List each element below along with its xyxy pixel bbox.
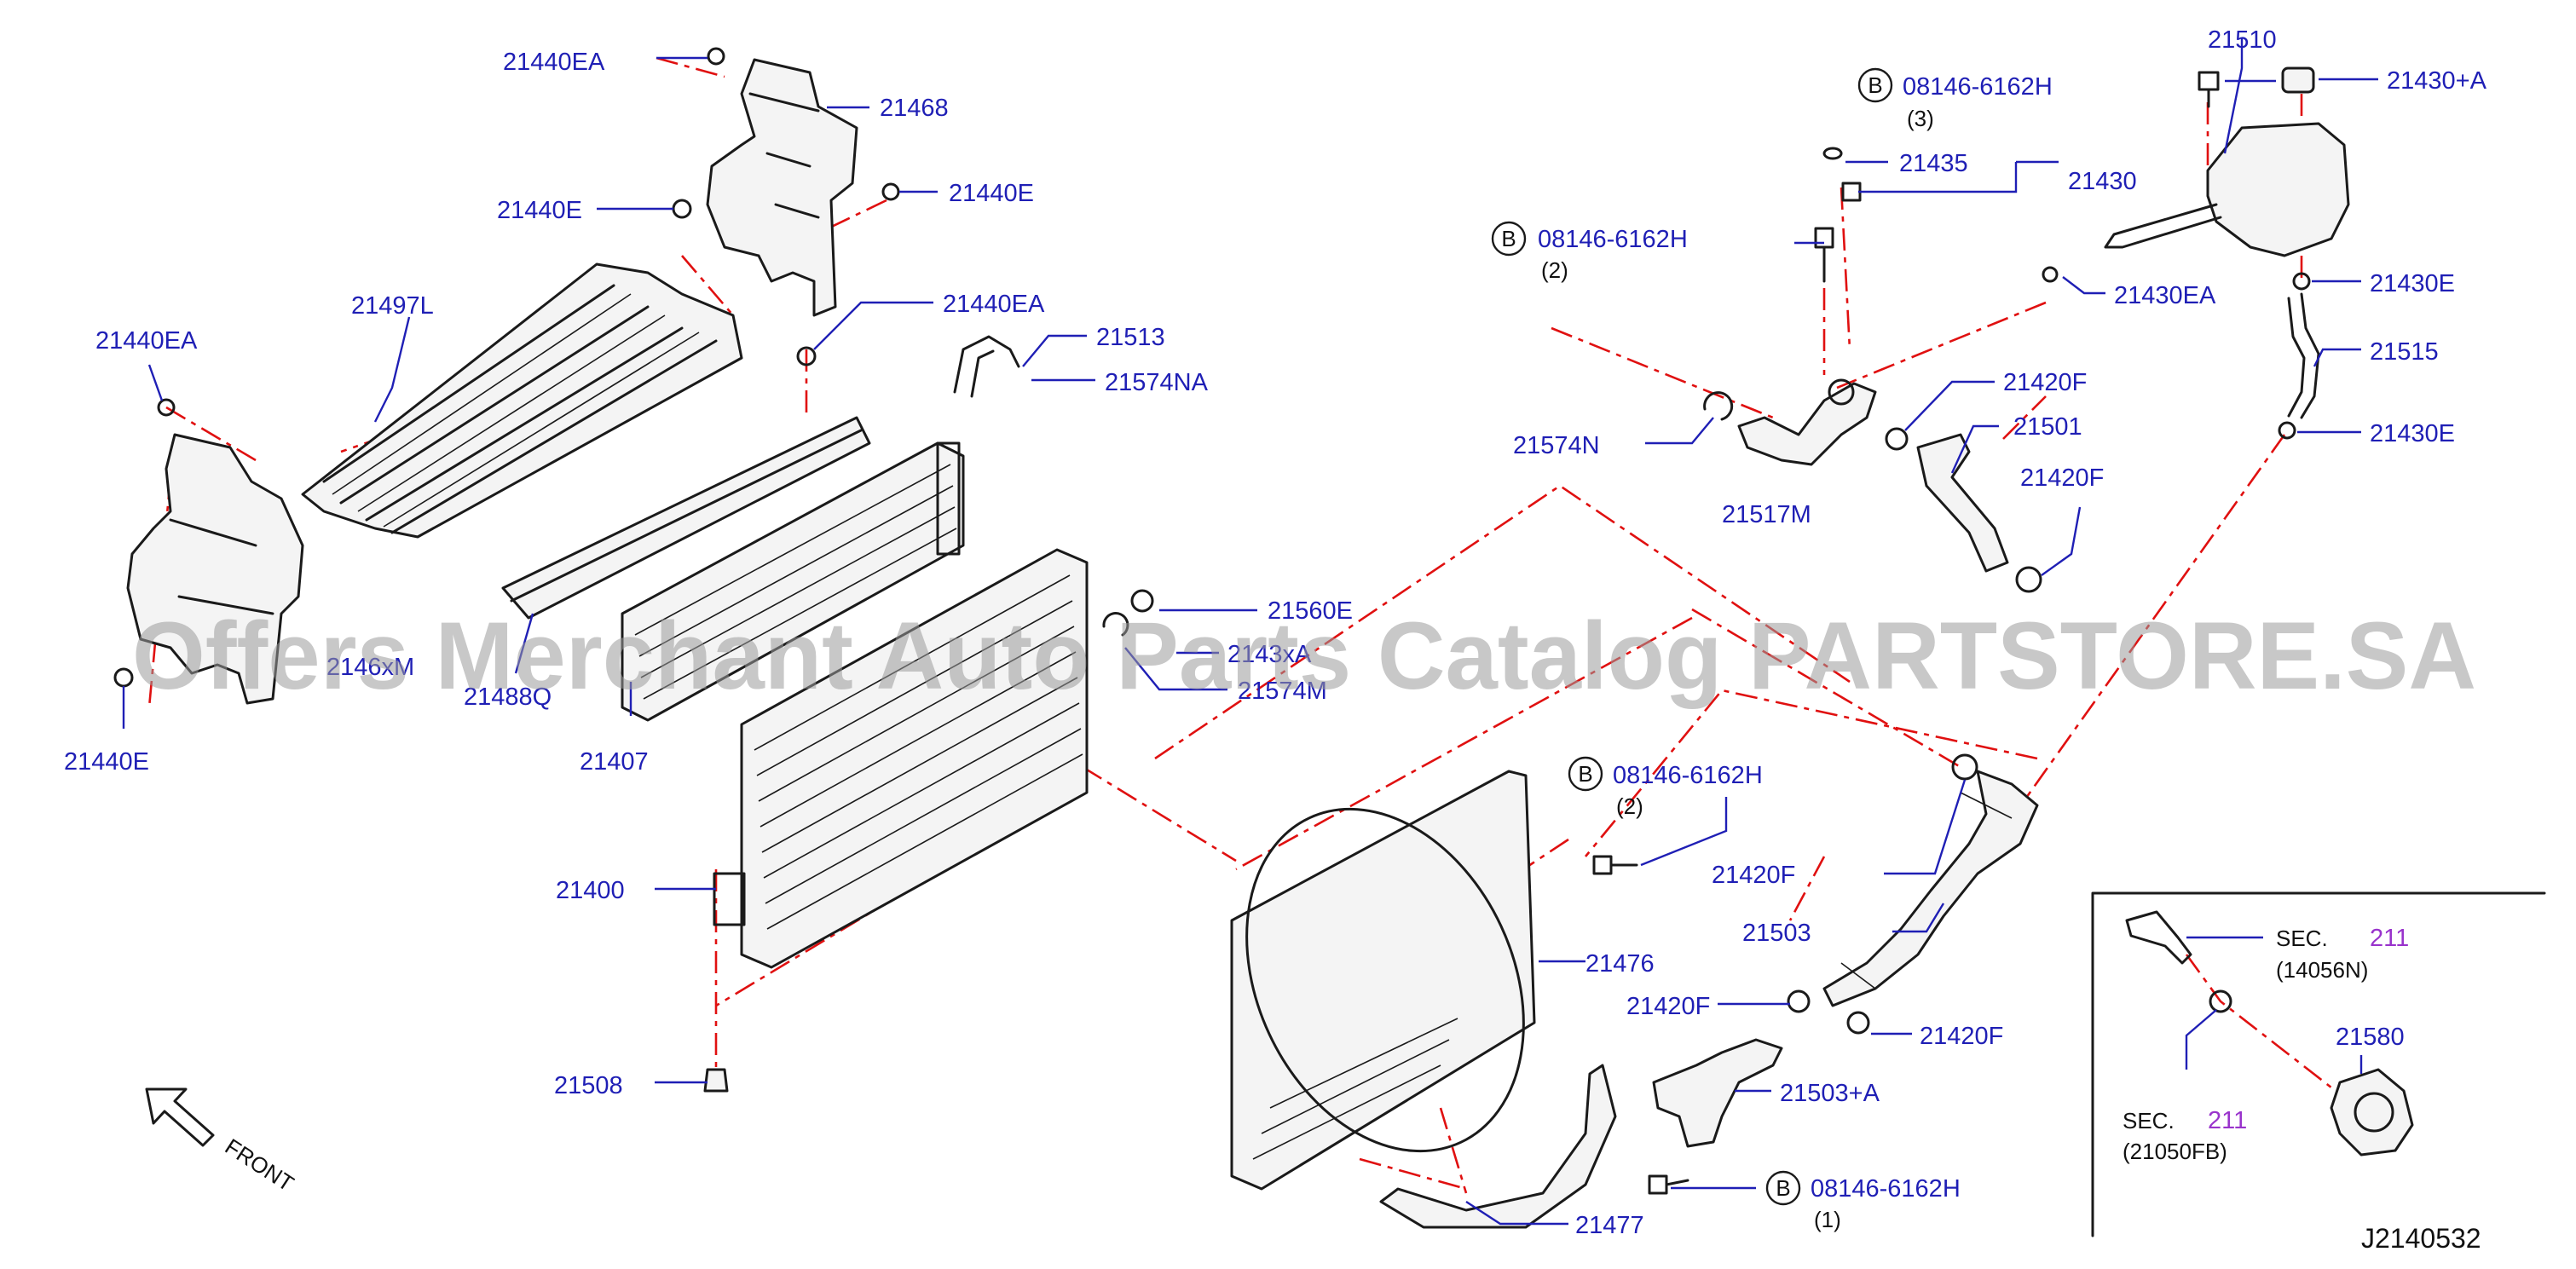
clip-21440E-top bbox=[881, 182, 900, 201]
clip-21440E-left bbox=[113, 667, 134, 688]
label-sec-2-ref: (21050FB) bbox=[2123, 1139, 2227, 1164]
label-21508: 21508 bbox=[554, 1072, 623, 1099]
label-21440EA-top: 21440EA bbox=[503, 49, 605, 76]
label-21574NA: 21574NA bbox=[1105, 369, 1209, 396]
label-21503A: 21503+A bbox=[1780, 1080, 1880, 1107]
label-sec-1: SEC. bbox=[2276, 926, 2328, 951]
label-bolt-3: 08146-6162H bbox=[1613, 762, 1763, 789]
watermark: Offers Merchant Auto Parts Catalog PARTS… bbox=[132, 603, 2476, 709]
label-21440EA-mid: 21440EA bbox=[943, 291, 1045, 318]
label-sec-1-ref: (14056N) bbox=[2276, 957, 2368, 983]
fitting-21560E bbox=[1130, 589, 1154, 613]
label-sec-2-num: 211 bbox=[2208, 1107, 2247, 1134]
label-21435: 21435 bbox=[1899, 150, 1968, 177]
label-bolt-4: 08146-6162H bbox=[1811, 1175, 1961, 1203]
label-21430: 21430 bbox=[2068, 168, 2137, 195]
label-21420F-mid: 21420F bbox=[1712, 862, 1795, 889]
radiator-21400 bbox=[740, 548, 1089, 969]
label-21476: 21476 bbox=[1585, 950, 1655, 978]
label-2143xA: 2143xA bbox=[1227, 641, 1312, 668]
bolt-lower bbox=[1648, 1174, 1689, 1195]
label-21430A: 21430+A bbox=[2387, 67, 2487, 95]
hose-21513 bbox=[953, 335, 1020, 394]
bushing-21508 bbox=[703, 1068, 729, 1093]
label-21430E-bottom: 21430E bbox=[2370, 420, 2455, 447]
label-21440E-bottom: 21440E bbox=[64, 748, 149, 776]
bolt-upper bbox=[1814, 227, 1834, 283]
label-21497L: 21497L bbox=[351, 292, 434, 320]
pipe-21517M bbox=[1737, 382, 1877, 466]
label-bolt-2: 08146-6162H bbox=[1538, 226, 1688, 253]
bolt-reservoir bbox=[2198, 71, 2220, 91]
label-bolt-3-qty: (2) bbox=[1616, 793, 1643, 819]
label-21430E-top: 21430E bbox=[2370, 270, 2455, 297]
label-21574N: 21574N bbox=[1513, 432, 1600, 459]
part-labels: 21440EA 21468 21440E 21440E 21497L 21440… bbox=[64, 26, 2487, 1239]
label-21420F-right: 21420F bbox=[1920, 1023, 2003, 1050]
label-21488Q: 21488Q bbox=[464, 684, 552, 711]
label-sec-2: SEC. bbox=[2123, 1108, 2175, 1133]
label-bolt-1: 08146-6162H bbox=[1903, 73, 2053, 101]
air-guide-upper bbox=[706, 58, 858, 317]
label-21440E-left: 21440E bbox=[497, 197, 582, 224]
label-21517M: 21517M bbox=[1722, 501, 1811, 528]
label-21515: 21515 bbox=[2370, 338, 2439, 366]
clip-21440EA-top bbox=[707, 47, 725, 66]
label-21513: 21513 bbox=[1096, 324, 1165, 351]
bolt-marker-3: B bbox=[1578, 761, 1592, 787]
label-21420F-left: 21420F bbox=[1626, 993, 1710, 1020]
section-box bbox=[2091, 891, 2546, 1237]
clip-21574M bbox=[1102, 612, 1129, 637]
hose-sec211-upper bbox=[2125, 910, 2192, 965]
label-21420F-upper: 21420F bbox=[2020, 464, 2104, 492]
label-2146xM: 2146xM bbox=[326, 654, 414, 681]
leader-lines bbox=[122, 38, 2378, 1226]
shroud-lower-21477 bbox=[1379, 1064, 1617, 1229]
front-arrow-icon bbox=[145, 1087, 215, 1147]
clip-21440E-mid bbox=[672, 199, 692, 219]
bolt-marker-4: B bbox=[1776, 1175, 1790, 1201]
label-21501: 21501 bbox=[2013, 413, 2082, 441]
bolt-marker-1: B bbox=[1868, 72, 1882, 98]
label-bolt-1-qty: (3) bbox=[1907, 106, 1934, 131]
label-21400: 21400 bbox=[556, 877, 625, 904]
label-21407: 21407 bbox=[580, 748, 649, 776]
reservoir-21510 bbox=[2206, 122, 2350, 257]
hose-21503A bbox=[1652, 1038, 1783, 1148]
label-21560E: 21560E bbox=[1268, 597, 1353, 625]
label-bolt-2-qty: (2) bbox=[1541, 257, 1568, 283]
radiator-panel-lower bbox=[501, 416, 871, 620]
parts bbox=[113, 47, 2414, 1229]
bolt-marker-2: B bbox=[1501, 226, 1516, 251]
hose-21515 bbox=[2300, 292, 2320, 419]
radiator-cover-upper bbox=[301, 262, 743, 539]
label-bolt-4-qty: (1) bbox=[1814, 1207, 1841, 1232]
label-21430EA: 21430EA bbox=[2114, 282, 2216, 309]
bolt-shroud bbox=[1592, 855, 1638, 875]
label-sec-1-num: 211 bbox=[2370, 925, 2409, 952]
hose-21503 bbox=[1822, 770, 2039, 1007]
thermostat-21580 bbox=[2330, 1068, 2414, 1157]
label-21580: 21580 bbox=[2336, 1024, 2405, 1051]
front-indicator: FRONT bbox=[145, 1087, 299, 1197]
label-21574M: 21574M bbox=[1238, 678, 1327, 705]
label-21503: 21503 bbox=[1742, 920, 1811, 947]
label-21477: 21477 bbox=[1575, 1212, 1644, 1239]
label-21510: 21510 bbox=[2208, 26, 2277, 54]
diagram-code: J2140532 bbox=[2361, 1223, 2481, 1254]
label-21468: 21468 bbox=[880, 95, 949, 122]
front-label: FRONT bbox=[221, 1133, 299, 1197]
label-21420F-top: 21420F bbox=[2003, 369, 2087, 396]
air-guide-left bbox=[126, 433, 304, 705]
clip-21440EA-mid bbox=[796, 346, 817, 366]
clip-21440EA-left bbox=[157, 398, 176, 417]
label-21440EA-left: 21440EA bbox=[95, 327, 198, 355]
hose-21501 bbox=[1916, 433, 2009, 573]
label-21440E-right: 21440E bbox=[949, 180, 1034, 207]
fan-shroud-21476 bbox=[1230, 770, 1536, 1191]
bolt-markers: B B B B bbox=[1491, 67, 1893, 1206]
cap-21430A bbox=[2281, 66, 2315, 94]
